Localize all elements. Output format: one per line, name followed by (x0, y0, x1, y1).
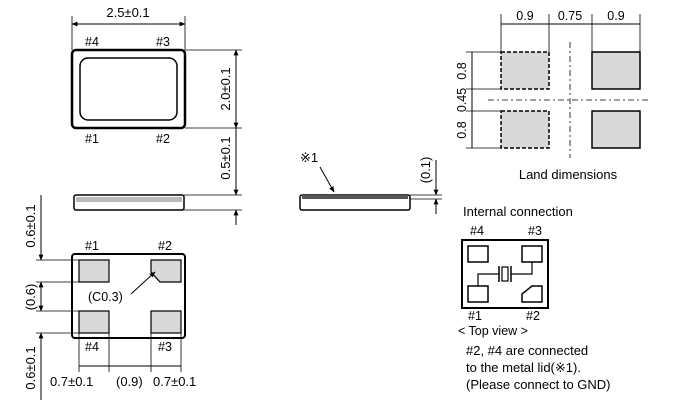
lid-dim: (0.1) (418, 157, 433, 184)
land-vdim-top: 0.8 (455, 62, 469, 79)
internal-connection: Internal connection #4 #3 #1 #2 < Top vi… (458, 204, 611, 392)
internal-pin2-label: #2 (526, 309, 540, 323)
internal-pad-4 (467, 245, 489, 263)
bottom-pin1-label: #1 (85, 239, 99, 253)
internal-pin1-label: #1 (468, 309, 482, 323)
land-pad-top-left (500, 51, 550, 90)
package-lid (79, 57, 178, 121)
bottom-pin2-label: #2 (158, 239, 172, 253)
bottom-pad-width-left: 0.7±0.1 (50, 374, 93, 389)
bottom-gap-v: (0.6) (23, 284, 38, 311)
internal-pad-2 (521, 285, 543, 303)
top-view: 2.5±0.1 #4 #3 #1 #2 2.0±0.1 (70, 5, 242, 146)
internal-outline (461, 239, 549, 309)
internal-pin4-label: #4 (470, 224, 484, 238)
side-height-dim: 0.5±0.1 (218, 136, 233, 179)
bottom-outline (71, 253, 186, 339)
internal-pin3-label: #3 (528, 224, 542, 238)
land-vdim-mid: 0.45 (455, 88, 469, 112)
internal-note-line2: to the metal lid(※1). (466, 360, 581, 375)
bottom-pin4-label: #4 (85, 340, 99, 354)
bottom-pad-1 (78, 259, 110, 283)
top-pin1-label: #1 (85, 132, 99, 146)
top-height-dim: 2.0±0.1 (218, 67, 233, 110)
bottom-gap-h: (0.9) (116, 374, 143, 389)
land-pad-top-right (591, 51, 641, 90)
lid-view: ※1 (0.1) (299, 150, 442, 214)
bottom-pad-4 (78, 310, 110, 334)
side-view: 0.5±0.1 (73, 128, 242, 225)
chamfer-label: (C0.3) (88, 290, 123, 304)
land-dim-right: 0.9 (607, 9, 624, 23)
bottom-pad-3 (150, 310, 182, 334)
internal-note-line3: (Please connect to GND) (466, 377, 611, 392)
top-pin2-label: #2 (156, 132, 170, 146)
internal-view-label: < Top view > (458, 324, 528, 338)
land-vdim-bottom: 0.8 (455, 121, 469, 138)
lid-note-mark: ※1 (300, 150, 318, 165)
bottom-pin3-label: #3 (158, 340, 172, 354)
internal-note-line1: #2, #4 are connected (466, 343, 588, 358)
land-pad-bottom-left (500, 110, 550, 149)
bottom-pad-height-bottom: 0.6±0.1 (23, 346, 38, 389)
top-pin3-label: #3 (156, 35, 170, 49)
top-pin4-label: #4 (85, 35, 99, 49)
top-width-dim: 2.5±0.1 (106, 5, 149, 20)
bottom-pad-height-top: 0.6±0.1 (23, 204, 38, 247)
internal-pad-3 (521, 245, 543, 263)
land-dim-mid: 0.75 (558, 9, 582, 23)
internal-pad-1 (467, 285, 489, 303)
land-caption: Land dimensions (519, 167, 618, 182)
bottom-pad-width-right: 0.7±0.1 (153, 374, 196, 389)
bottom-pad-2 (150, 259, 182, 283)
land-dimensions: 0.9 0.75 0.9 0.8 0.45 0.8 Land dimension… (455, 9, 650, 182)
land-dim-left: 0.9 (516, 9, 533, 23)
land-pad-bottom-right (591, 110, 641, 149)
internal-title: Internal connection (463, 204, 573, 219)
bottom-view: #1 #2 #4 #3 (C0.3) 0.6±0.1 (0.6) 0.6±0.1… (23, 195, 196, 400)
package-outline (70, 48, 187, 130)
